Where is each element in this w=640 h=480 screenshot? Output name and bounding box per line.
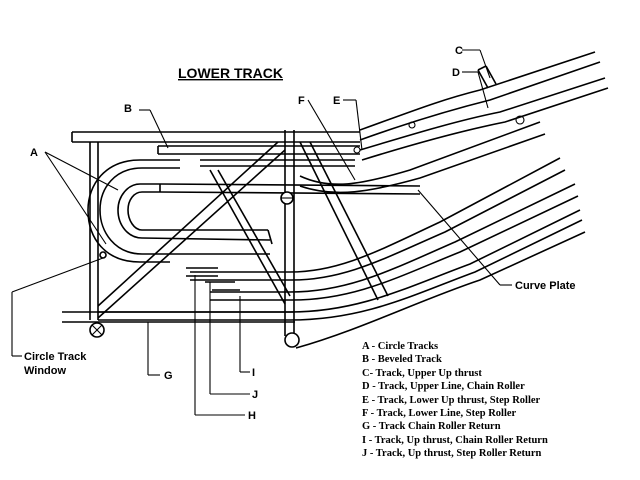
beveled-track-b <box>157 145 360 167</box>
track-rollers <box>353 115 525 154</box>
callout-d: D <box>452 67 460 79</box>
callout-curve-plate: Curve Plate <box>515 280 576 292</box>
top-frame-beam <box>71 131 360 143</box>
callout-e: E <box>333 95 340 107</box>
callout-i: I <box>252 367 255 379</box>
callout-f: F <box>298 95 305 107</box>
curved-lower-tracks <box>98 121 586 349</box>
pivot-joints <box>89 191 300 348</box>
callout-b: B <box>124 103 132 115</box>
callout-h: H <box>248 410 256 422</box>
legend-item: D - Track, Upper Line, Chain Roller <box>362 381 525 393</box>
legend-item: B - Beveled Track <box>362 354 442 366</box>
upper-tracks-c-d <box>359 51 609 161</box>
legend-item: A - Circle Tracks <box>362 341 439 352</box>
legend-item: F - Track, Lower Line, Step Roller <box>362 408 517 420</box>
legend-item: E - Track, Lower Up thrust, Step Roller <box>362 394 541 406</box>
circle-tracks-a <box>87 159 421 263</box>
legend-item: J - Track, Up thrust, Step Roller Return <box>362 448 542 460</box>
legend-item: I - Track, Up thrust, Chain Roller Retur… <box>362 434 548 446</box>
legend-item: C- Track, Upper Up thrust <box>362 367 482 379</box>
callout-circle-track-line2: Window <box>24 365 66 377</box>
callout-g: G <box>164 370 173 382</box>
legend-item: G - Track Chain Roller Return <box>362 421 501 433</box>
callout-j: J <box>252 389 258 401</box>
diagram-title: LOWER TRACK <box>178 65 283 81</box>
leader-lines <box>11 49 512 416</box>
diagonal-braces <box>97 141 389 319</box>
callout-a: A <box>30 147 38 159</box>
callout-c: C <box>455 45 463 57</box>
legend: A - Circle Tracks B - Beveled Track C- T… <box>362 340 632 461</box>
callout-circle-track-line1: Circle Track <box>24 351 87 363</box>
bottom-frame-beam <box>62 311 295 323</box>
